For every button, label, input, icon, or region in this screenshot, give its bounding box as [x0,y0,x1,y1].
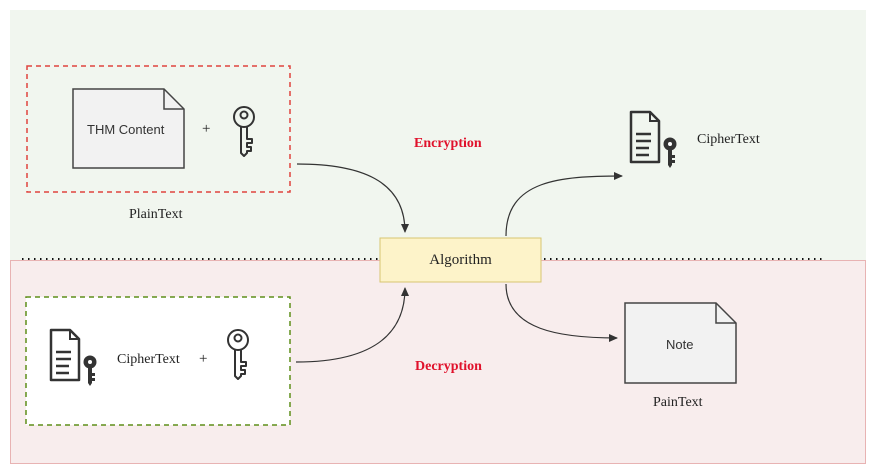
algorithm-to-ciphertext-arrow [505,172,623,237]
ciphertext-input-label: CipherText [117,352,180,367]
plus-sign: + [199,351,208,367]
encrypted-document-icon [49,328,97,386]
encryption-heading: Encryption [414,136,482,151]
algorithm-to-note-arrow [505,283,618,342]
note-document [624,302,737,384]
ciphertext-output-label: CipherText [697,132,760,147]
plaintext-to-algorithm-arrow [296,163,409,233]
encrypted-document-icon [629,110,677,168]
key-icon [233,106,255,157]
key-icon [227,329,249,380]
thm-content-label: THM Content [87,122,165,137]
plaintext-box [26,65,291,193]
plus-sign: + [202,121,211,137]
decryption-heading: Decryption [415,359,482,374]
algorithm-box [379,237,542,283]
note-label: Note [666,337,694,352]
plaintext-label: PlainText [129,207,183,222]
paintext-label: PainText [653,395,703,410]
ciphertext-to-algorithm-arrow [295,287,409,363]
algorithm-label: Algorithm [429,252,492,268]
thm-content-document [72,88,185,169]
